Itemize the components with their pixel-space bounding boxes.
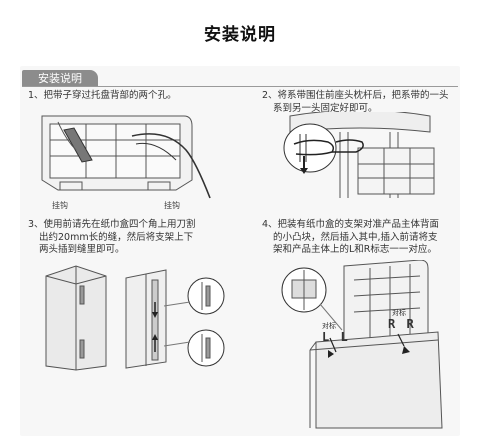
mark-label-right: 对标 (392, 309, 406, 317)
step-4-illustration (281, 260, 443, 429)
step-1-line-1: 1、把带子穿过托盘背部的两个孔。 (28, 90, 177, 101)
step-2-illustration (283, 112, 435, 198)
mark-rr: R R (388, 317, 416, 331)
step-3-line-3: 两头插到缝里即可。 (39, 244, 125, 255)
page-title: 安装说明 (204, 25, 276, 45)
step-2-text: 2、将系带围住前座头枕杆后，把系带的一头 系到另一头固定好即可。 (262, 90, 449, 115)
step-3-illustration (45, 265, 225, 371)
hook-caption-left: 挂钩 (52, 201, 68, 210)
step-4-line-2: 的小凸块，然后插入其中,插入前请将支 (273, 231, 438, 243)
step-3-text: 3、使用前请先在纸巾盒四个角上用刀割 出约20mm长的缝，然后将支架上下 两头插… (28, 219, 196, 257)
step-3-line-2: 出约20mm长的缝，然后将支架上下 (39, 231, 194, 243)
step-4-line-3: 架和产品主体上的L和R标志一一对应。 (273, 244, 437, 255)
step-2-line-1: 2、将系带围住前座头枕杆后，把系带的一头 (262, 90, 449, 101)
step-1-text: 1、把带子穿过托盘背部的两个孔。 (28, 90, 177, 103)
hook-caption-right: 挂钩 (164, 201, 180, 210)
mark-label-left: 对标 (322, 322, 336, 330)
step-2-line-2: 系到另一头固定好即可。 (273, 102, 378, 114)
mark-ll: L L (322, 330, 350, 344)
step-3-line-1: 3、使用前请先在纸巾盒四个角上用刀割 (28, 219, 196, 230)
section-tab: 安装说明 (22, 70, 98, 87)
step-4-text: 4、把装有纸巾盒的支架对准产品主体背面 的小凸块，然后插入其中,插入前请将支 架… (262, 219, 439, 257)
step-4-line-1: 4、把装有纸巾盒的支架对准产品主体背面 (262, 219, 440, 230)
section-divider (22, 86, 458, 87)
step-1-illustration (41, 115, 211, 199)
